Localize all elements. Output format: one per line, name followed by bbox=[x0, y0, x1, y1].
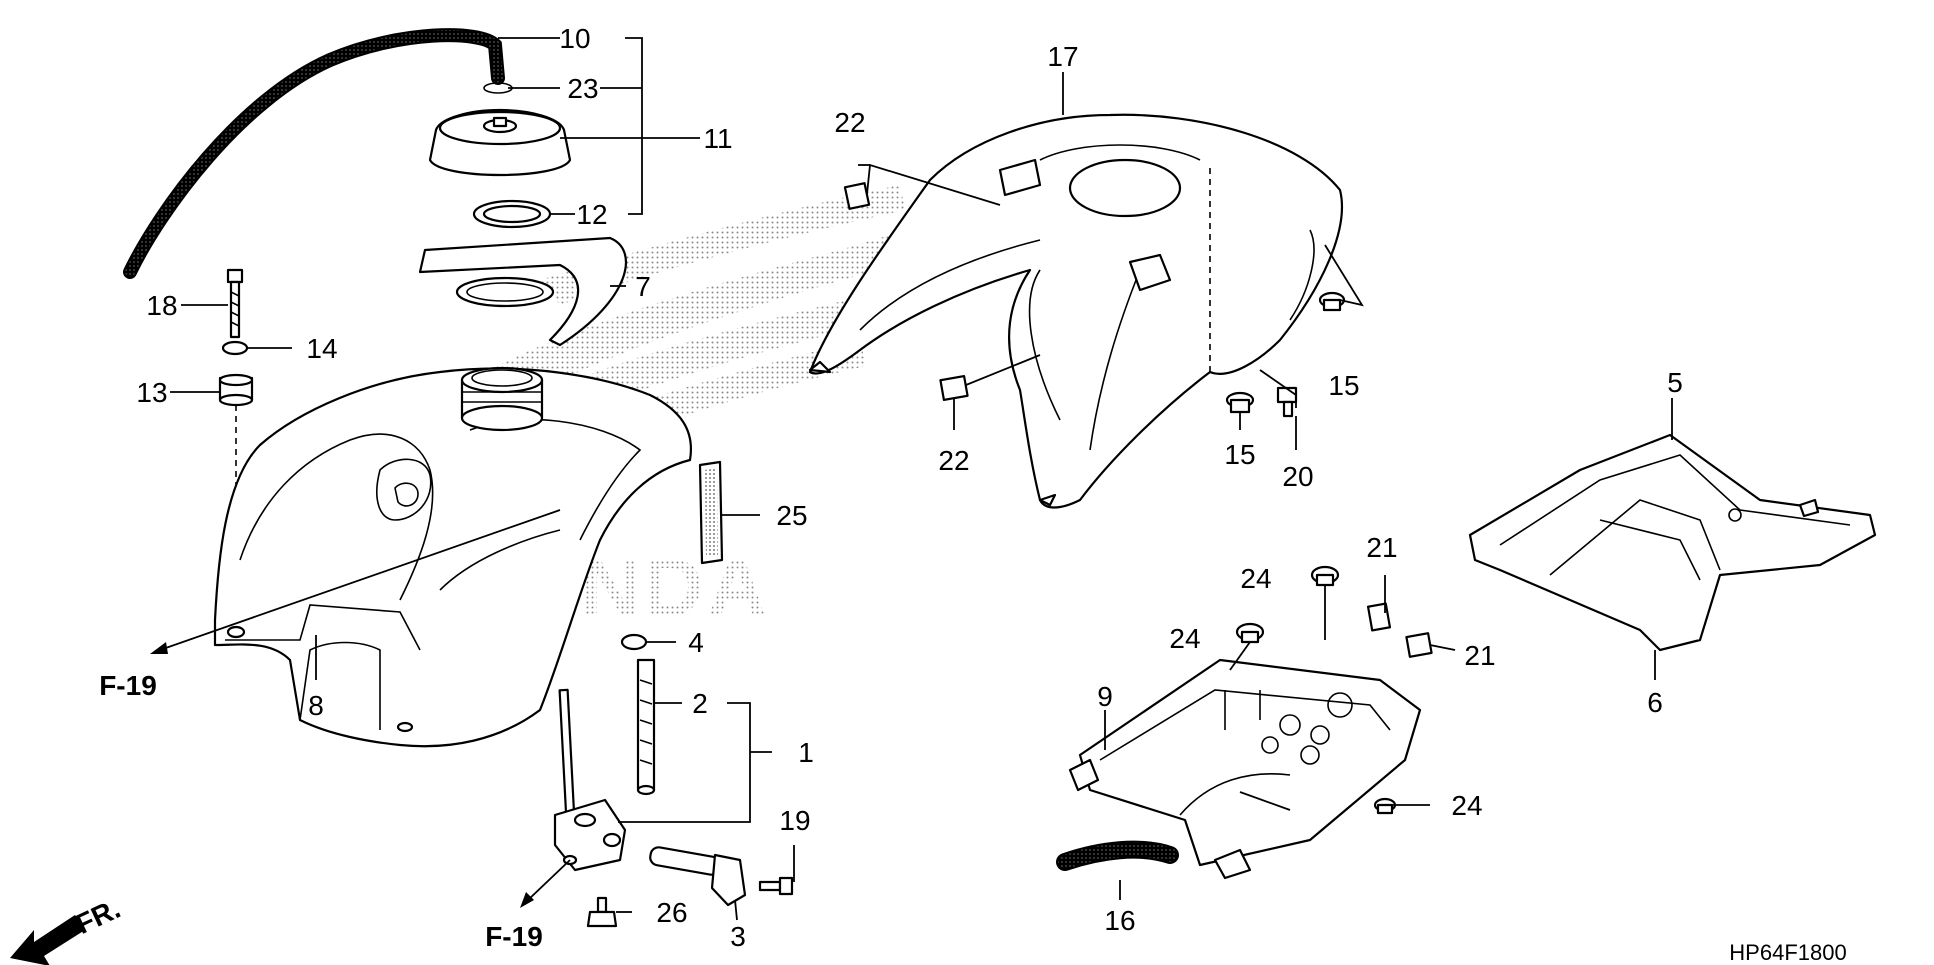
clip-lower bbox=[939, 374, 969, 402]
diagram-code: HP64F1800 bbox=[1729, 940, 1846, 965]
seal-washer bbox=[620, 633, 648, 651]
callout-23: 23 bbox=[567, 73, 598, 104]
callout-22-lower: 22 bbox=[938, 445, 969, 476]
callout-7: 7 bbox=[635, 271, 651, 302]
tank-pad bbox=[698, 460, 724, 565]
tank-shroud bbox=[808, 113, 1344, 509]
callout-21-right: 21 bbox=[1464, 640, 1495, 671]
callout-12: 12 bbox=[576, 199, 607, 230]
battery-tray bbox=[1068, 658, 1422, 880]
callout-9: 9 bbox=[1097, 681, 1113, 712]
callout-15-right: 15 bbox=[1328, 370, 1359, 401]
callout-8: 8 bbox=[308, 690, 324, 721]
cock-bolt bbox=[586, 896, 618, 928]
callout-16: 16 bbox=[1104, 905, 1135, 936]
bumper-a bbox=[1310, 565, 1340, 587]
fuel-strainer bbox=[636, 658, 656, 796]
callout-14: 14 bbox=[306, 333, 337, 364]
callout-4: 4 bbox=[688, 627, 704, 658]
mount-bolt bbox=[226, 268, 244, 339]
f19-arrow-tank bbox=[150, 509, 561, 654]
callout-3: 3 bbox=[730, 921, 746, 952]
ref-f19-cock: F-19 bbox=[485, 921, 543, 952]
callout-22-upper: 22 bbox=[834, 107, 865, 138]
callout-5: 5 bbox=[1667, 367, 1683, 398]
fuel-tube-connector bbox=[649, 846, 747, 907]
callout-24-low: 24 bbox=[1451, 790, 1482, 821]
cap-gasket bbox=[472, 199, 552, 229]
clip-upper bbox=[843, 182, 871, 210]
cock-screw bbox=[758, 876, 794, 896]
callout-21-top: 21 bbox=[1366, 532, 1397, 563]
tray-clip-b bbox=[1405, 632, 1433, 658]
rubber-cushion bbox=[218, 373, 254, 407]
callout-24-mid: 24 bbox=[1169, 623, 1200, 654]
callout-2: 2 bbox=[692, 688, 708, 719]
grommet-lower bbox=[1225, 391, 1255, 414]
grommet-right bbox=[1318, 291, 1346, 312]
callout-13: 13 bbox=[136, 377, 167, 408]
callout-20: 20 bbox=[1282, 461, 1313, 492]
callout-24-top: 24 bbox=[1240, 563, 1271, 594]
fuel-tank bbox=[213, 366, 693, 748]
callout-19: 19 bbox=[779, 805, 810, 836]
callout-18: 18 bbox=[146, 290, 177, 321]
bumper-c bbox=[1373, 797, 1397, 815]
callout-1: 1 bbox=[798, 737, 814, 768]
fuel-cap bbox=[428, 108, 572, 177]
washer bbox=[221, 340, 249, 356]
breather-tube bbox=[123, 28, 505, 279]
leader-lines bbox=[170, 37, 1673, 921]
callout-17: 17 bbox=[1047, 41, 1078, 72]
callout-25: 25 bbox=[776, 500, 807, 531]
tray-clip-a bbox=[1366, 602, 1392, 632]
filler-guard bbox=[418, 236, 627, 347]
under-cover bbox=[1468, 433, 1877, 652]
ref-f19-tank: F-19 bbox=[99, 670, 157, 701]
callout-26: 26 bbox=[656, 897, 687, 928]
callout-10: 10 bbox=[559, 23, 590, 54]
f19-arrow-cock bbox=[520, 859, 571, 908]
front-direction-arrow bbox=[10, 915, 85, 965]
bumper-b bbox=[1235, 622, 1265, 644]
callout-6: 6 bbox=[1647, 687, 1663, 718]
drain-tube bbox=[1056, 840, 1179, 871]
callout-15-lower: 15 bbox=[1224, 439, 1255, 470]
callout-11: 11 bbox=[703, 123, 732, 154]
fuel-cock bbox=[553, 688, 627, 872]
